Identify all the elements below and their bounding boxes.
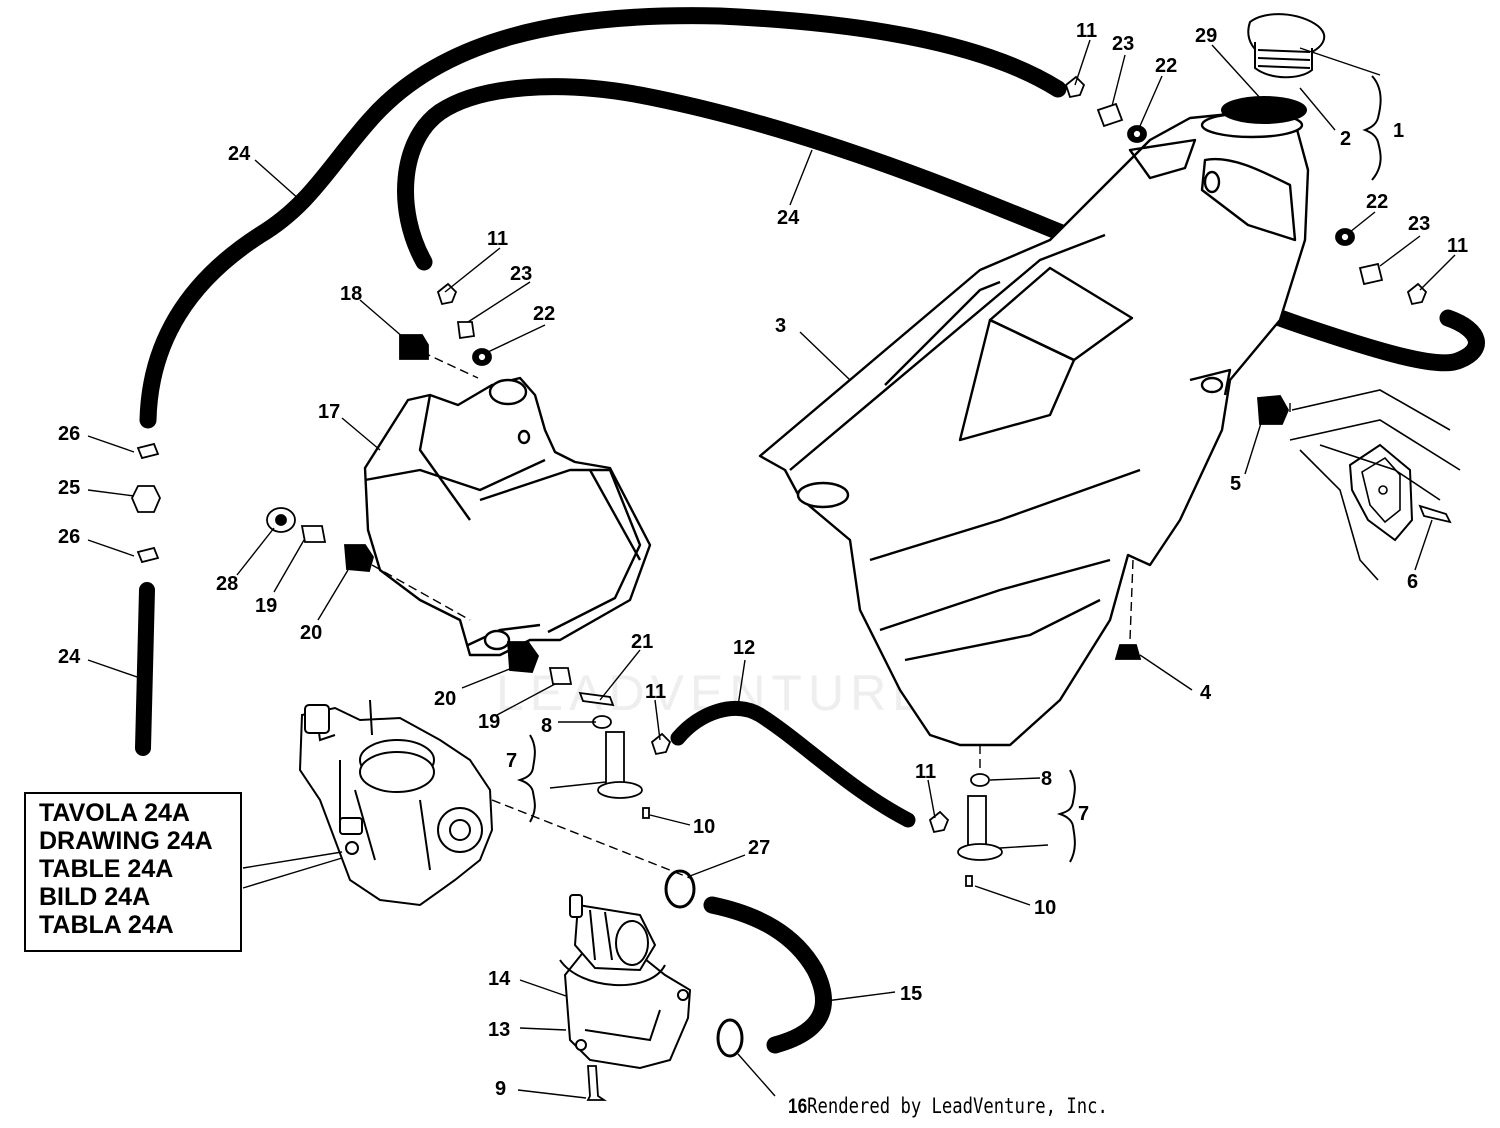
callout-23: 23 <box>1112 33 1134 55</box>
hose-15 <box>703 896 832 1054</box>
callout-15: 15 <box>900 983 922 1005</box>
callout-6: 6 <box>1407 571 1418 593</box>
callout-8: 8 <box>541 715 552 737</box>
frame-bracket <box>1289 389 1461 581</box>
callout-21: 21 <box>631 631 653 653</box>
callout-11: 11 <box>915 761 936 783</box>
callout-24: 24 <box>777 207 800 229</box>
callout-23: 23 <box>510 263 532 285</box>
callout-10: 10 <box>1034 897 1056 919</box>
ref-line-bild: BILD 24A <box>39 883 151 911</box>
callout-2: 2 <box>1340 128 1351 150</box>
callout-14: 14 <box>488 968 511 990</box>
auxiliary-tank <box>363 376 652 657</box>
throttle-body <box>298 699 494 907</box>
callout-24: 24 <box>58 646 81 668</box>
callout-22: 22 <box>1366 191 1388 213</box>
cap-gasket <box>1221 96 1307 124</box>
callout-11: 11 <box>487 228 508 250</box>
drawing-reference-box: TAVOLA 24A DRAWING 24A TABLE 24A BILD 24… <box>24 792 242 952</box>
ref-line-table: TABLE 24A <box>39 855 174 883</box>
callout-26: 26 <box>58 423 80 445</box>
callout-22: 22 <box>1155 55 1177 77</box>
callout-11: 11 <box>1076 20 1097 42</box>
render-credit: 16Rendered by LeadVenture, Inc. <box>788 1094 1108 1119</box>
callout-19: 19 <box>478 711 500 733</box>
ref-line-tabla: TABLA 24A <box>39 911 174 939</box>
hose-24-outer <box>139 7 1067 429</box>
fuel-cap <box>1221 13 1326 124</box>
callout-7: 7 <box>506 750 517 772</box>
callout-29: 29 <box>1195 25 1217 47</box>
callout-20: 20 <box>300 622 322 644</box>
leader-lines <box>87 39 1456 1099</box>
callout-4: 4 <box>1200 682 1212 704</box>
fuel-pump <box>559 894 692 1070</box>
callout-18: 18 <box>340 283 362 305</box>
callout-1: 1 <box>1393 120 1404 142</box>
callout-24: 24 <box>228 143 251 165</box>
callout-23: 23 <box>1408 213 1430 235</box>
ref-line-drawing: DRAWING 24A <box>39 827 213 855</box>
callout-7: 7 <box>1078 803 1089 825</box>
ref-line-tavola: TAVOLA 24A <box>39 799 190 827</box>
callout-17: 17 <box>318 401 340 423</box>
fuel-tank <box>758 110 1310 747</box>
callout-9: 9 <box>495 1078 506 1100</box>
credit-text: Rendered by LeadVenture, Inc. <box>807 1094 1108 1118</box>
callout-28: 28 <box>216 573 238 595</box>
callout-22: 22 <box>533 303 555 325</box>
callout-13: 13 <box>488 1019 510 1041</box>
hose-12 <box>670 700 916 828</box>
hose-24-lower <box>135 582 155 756</box>
hose-group <box>135 7 1485 1054</box>
callout-25: 25 <box>58 477 80 499</box>
callout-20: 20 <box>434 688 456 710</box>
credit-callout-16: 16 <box>788 1095 808 1118</box>
hose-24-inner <box>397 78 1485 372</box>
callout-27: 27 <box>748 837 770 859</box>
assembly-lines <box>371 351 1291 879</box>
hardware <box>131 75 1452 1101</box>
callout-11: 11 <box>1447 235 1468 257</box>
callout-11: 11 <box>645 681 666 703</box>
callout-labels: 11 23 22 29 2 1 24 24 11 23 22 18 22 23 … <box>58 20 1468 1100</box>
callout-26: 26 <box>58 526 80 548</box>
callout-8: 8 <box>1041 768 1052 790</box>
callout-3: 3 <box>775 315 786 337</box>
callout-5: 5 <box>1230 473 1241 495</box>
callout-19: 19 <box>255 595 277 617</box>
callout-12: 12 <box>733 637 755 659</box>
callout-10: 10 <box>693 816 715 838</box>
